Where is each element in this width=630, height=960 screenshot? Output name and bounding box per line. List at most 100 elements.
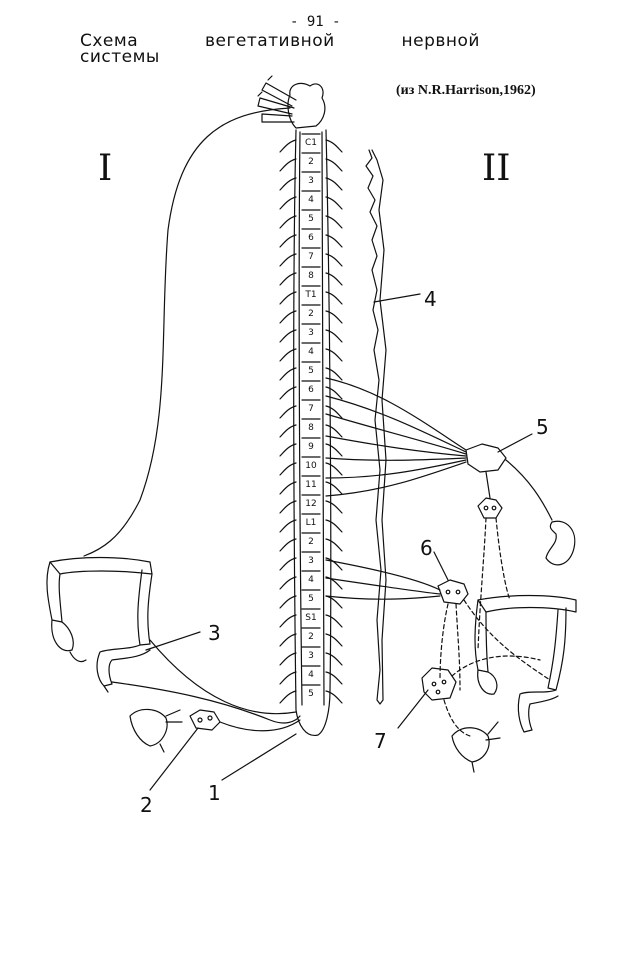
vertebra-process-right	[325, 690, 343, 704]
colon-left	[46, 556, 153, 693]
vertebra-process-right	[325, 386, 343, 400]
vertebra-process-left	[279, 595, 297, 609]
vertebra-process-right	[325, 310, 343, 324]
segment-label: 2	[308, 157, 314, 167]
vertebra-process-right	[325, 139, 343, 153]
segment-label: 2	[308, 309, 314, 319]
segment-label: L1	[306, 518, 317, 528]
vertebra-process-left	[279, 177, 297, 191]
pelvic-nerve-lower	[111, 681, 301, 724]
vertebra-process-left	[279, 519, 297, 533]
segment-label: 2	[308, 537, 314, 547]
leader-line-7	[397, 689, 429, 729]
vertebra-process-right	[325, 633, 343, 647]
spinal-column	[293, 129, 332, 736]
vertebra-process-left	[279, 538, 297, 552]
vertebra-process-left	[279, 348, 297, 362]
segment-label: 3	[308, 176, 314, 186]
vertebra-process-right	[325, 215, 343, 229]
title-word-3: нервной	[401, 31, 480, 51]
nerve-5-to-kidney	[505, 459, 553, 521]
vertebra-process-right	[325, 234, 343, 248]
vertebra-process-right	[325, 481, 343, 495]
section-i-label: I	[98, 148, 112, 189]
label-1: 1	[208, 781, 221, 805]
ganglion-6	[437, 579, 469, 605]
segment-label: 6	[308, 233, 314, 243]
vertebra-process-right	[325, 367, 343, 381]
segment-label: 8	[308, 423, 314, 433]
ganglion-7	[421, 667, 457, 701]
vertebra-process-left	[279, 139, 297, 153]
label-3: 3	[208, 621, 221, 645]
source-citation: (из N.R.Harrison,1962)	[396, 83, 536, 98]
vertebra-process-right	[325, 177, 343, 191]
label-5: 5	[536, 415, 549, 439]
vertebra-process-left	[279, 424, 297, 438]
vertebra-process-right	[325, 519, 343, 533]
segment-label: 3	[308, 328, 314, 338]
segment-label: T1	[304, 290, 316, 300]
title-line-2: системы	[80, 47, 160, 67]
segment-label: 5	[308, 366, 314, 376]
leader-line-4	[373, 293, 421, 303]
bladder-right	[451, 721, 501, 773]
bladder-left	[129, 708, 183, 753]
vertebra-process-right	[325, 538, 343, 552]
page-number: - 91 -	[290, 14, 341, 30]
vertebra-process-right	[325, 500, 343, 514]
nerve-5-to-mesenteric	[485, 471, 491, 499]
vertebra-process-left	[279, 367, 297, 381]
vertebra-process-right	[325, 405, 343, 419]
leader-line-3	[145, 631, 201, 651]
leader-line-1	[221, 733, 297, 781]
vagus-nerve-line	[83, 107, 291, 557]
vertebra-process-left	[279, 234, 297, 248]
vertebra-process-right	[325, 652, 343, 666]
segment-label: 7	[308, 404, 314, 414]
segment-label: S1	[305, 613, 316, 623]
vertebra-process-right	[325, 272, 343, 286]
label-7: 7	[374, 729, 387, 753]
page-title: Схема вегетативной нервной системы	[80, 31, 480, 67]
vertebra-process-left	[279, 329, 297, 343]
vertebra-process-left	[279, 481, 297, 495]
segment-label: 4	[308, 575, 314, 585]
vertebra-process-right	[325, 557, 343, 571]
vertebra-processes	[279, 133, 343, 704]
vertebra-process-right	[325, 329, 343, 343]
segment-label: 5	[308, 689, 314, 699]
ganglion-5	[465, 443, 507, 473]
vertebra-process-right	[325, 253, 343, 267]
section-ii-label: II	[482, 148, 510, 189]
segment-label: 5	[308, 214, 314, 224]
segment-label: 8	[308, 271, 314, 281]
title-word-2: вегетативной	[204, 31, 335, 51]
leader-line-2	[149, 727, 199, 791]
vertebra-process-left	[279, 386, 297, 400]
segment-label: 4	[308, 347, 314, 357]
pelvic-ganglion-left	[189, 709, 221, 731]
title-word-1: Схема	[80, 31, 139, 51]
vertebra-process-left	[279, 253, 297, 267]
vertebra-process-right	[325, 443, 343, 457]
vertebra-process-left	[279, 633, 297, 647]
segment-label: 5	[308, 594, 314, 604]
vertebra-process-left	[279, 310, 297, 324]
vertebra-process-right	[325, 196, 343, 210]
segment-label: 7	[308, 252, 314, 262]
sympathetic-trunk	[365, 149, 387, 705]
vertebra-process-left	[279, 272, 297, 286]
label-6: 6	[420, 536, 433, 560]
vertebra-process-right	[325, 576, 343, 590]
segment-label: 3	[308, 651, 314, 661]
vertebra-process-right	[325, 291, 343, 305]
pelvic-nerve-upper	[149, 639, 297, 715]
segment-label: 2	[308, 632, 314, 642]
segment-label: 9	[308, 442, 314, 452]
vertebra-process-left	[279, 291, 297, 305]
ganglion-mesenteric	[477, 497, 503, 519]
segment-label: 6	[308, 385, 314, 395]
